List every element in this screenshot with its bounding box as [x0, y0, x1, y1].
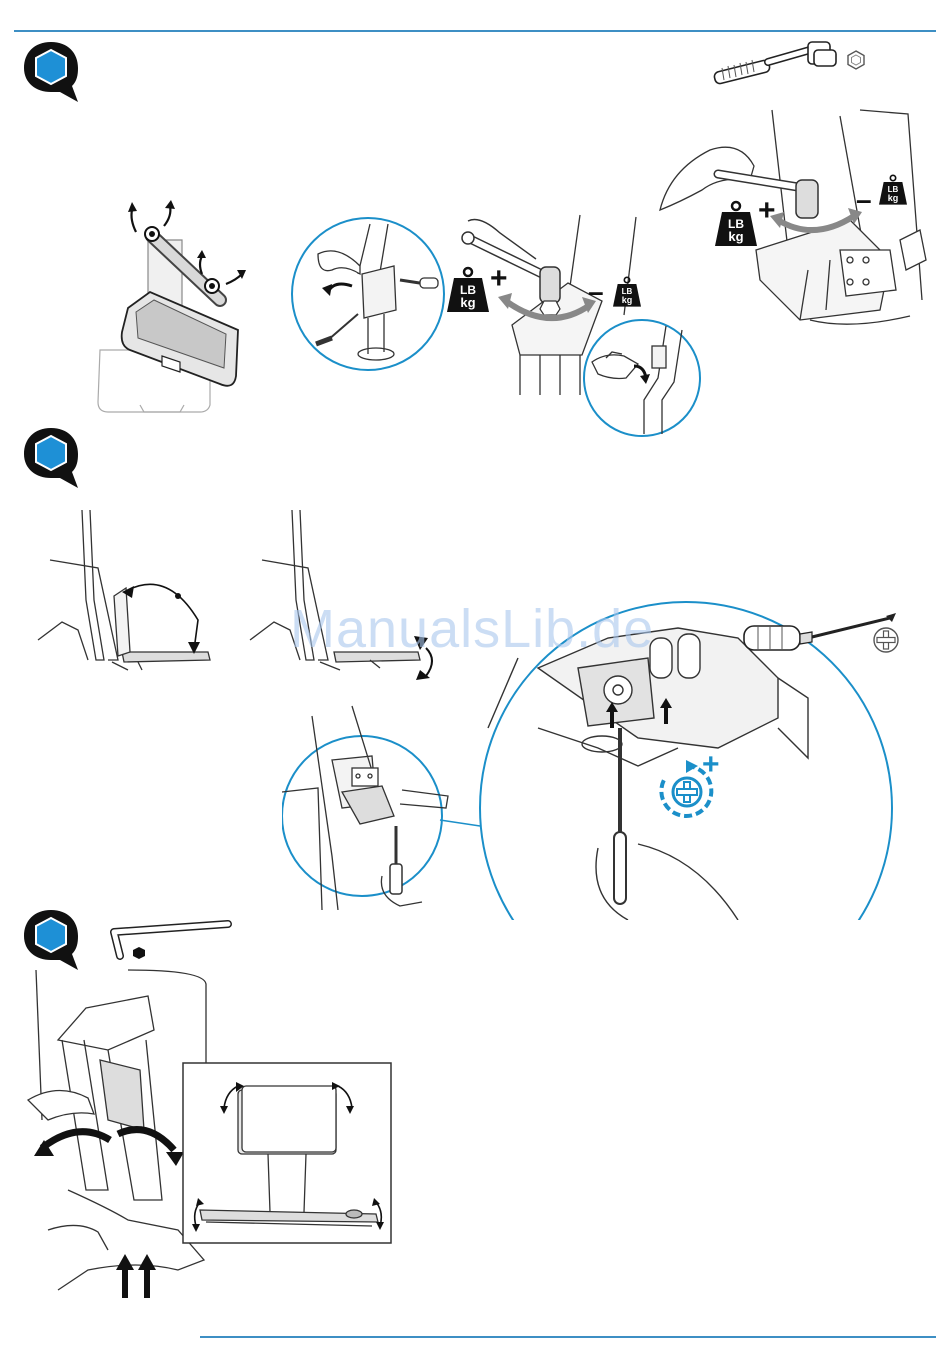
bottom-rule	[200, 1336, 936, 1338]
top-rule	[14, 30, 936, 32]
phillips-head-icon	[872, 626, 900, 654]
level-inset-panel	[182, 1062, 392, 1244]
adjust-hex-icon	[20, 38, 82, 106]
tilt-detail-circle	[288, 214, 448, 374]
screw-detail-circle	[282, 696, 462, 910]
hex-socket-icon	[132, 946, 146, 960]
watermark: ManualsLib.de	[290, 598, 654, 660]
weight-icon: LB kg	[878, 174, 908, 206]
socket-wrench-icon	[710, 40, 850, 86]
weight-icon: LB kg	[714, 200, 758, 248]
tighten-clockwise-icon: +	[656, 760, 728, 822]
weight-icon: LB kg	[612, 276, 642, 308]
fold-stand-illustration	[38, 510, 218, 680]
adjust-hex-icon	[20, 424, 82, 492]
decrease-sign: –	[856, 186, 872, 214]
increase-sign: +	[490, 264, 508, 294]
arm-tension-illustration	[650, 110, 930, 340]
decrease-sign: –	[588, 278, 604, 306]
hex-nut-icon	[846, 50, 866, 70]
allen-key-icon	[104, 916, 234, 966]
adjust-hex-icon	[20, 906, 82, 974]
weight-icon: LB kg	[446, 266, 490, 314]
increase-sign: +	[758, 196, 776, 226]
monitor-arm-illustration	[90, 200, 260, 420]
